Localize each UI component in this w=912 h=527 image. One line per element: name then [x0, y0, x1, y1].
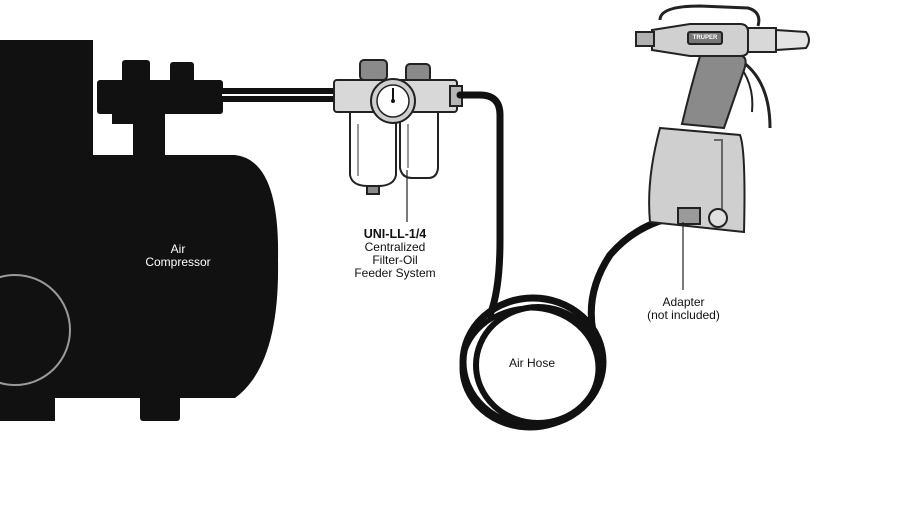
air-hose-icon [456, 91, 692, 431]
brand-badge-text: TRUPER [688, 33, 722, 43]
adapter-label-line-2: (not included) [647, 308, 720, 322]
pressure-gauge-icon [370, 78, 416, 124]
unit-description-line-1: Centralized [364, 240, 426, 254]
adapter-label: Adapter (not included) [636, 296, 731, 322]
unit-description-line-3: Feeder System [354, 266, 436, 280]
unit-description-line-2: Filter-Oil [372, 253, 418, 267]
outlet-pipe [222, 88, 334, 102]
unit-model-label: UNI-LL-1/4 [363, 227, 427, 241]
air-gun-tool-icon [635, 4, 810, 234]
hose-label-text: Air Hose [508, 356, 555, 370]
compressor-label-line-1: Air [170, 242, 186, 256]
brand-label: TRUPER [692, 35, 718, 41]
hose-label: Air Hose [497, 357, 567, 370]
air-compressor-icon [0, 40, 279, 421]
adapter-label-line-1: Adapter [662, 295, 705, 309]
compressor-label-line-2: Compressor [145, 255, 211, 269]
compressor-label: Air Compressor [138, 243, 218, 269]
unit-label: UNI-LL-1/4 Centralized Filter-Oil Feeder… [345, 228, 445, 280]
